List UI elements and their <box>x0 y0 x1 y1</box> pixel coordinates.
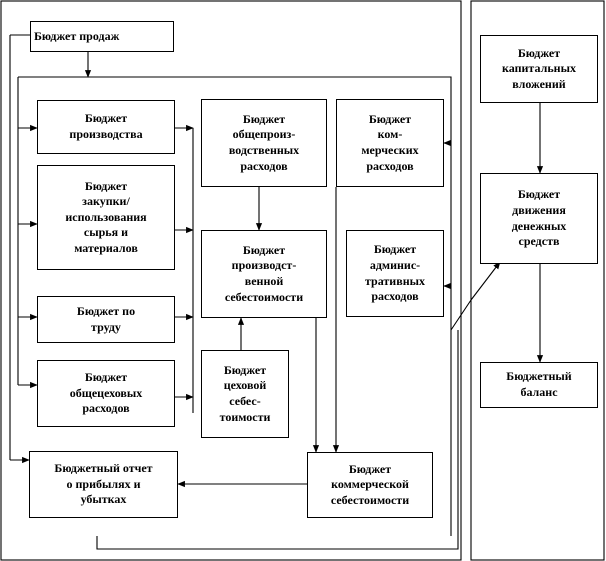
main-panel-frame <box>0 0 462 561</box>
box-capital-investment-budget: Бюджет капитальных вложений <box>480 35 598 103</box>
box-commercial-expenses-budget: Бюджет ком- мерческих расходов <box>336 99 444 187</box>
box-budget-balance: Бюджетный баланс <box>480 362 598 408</box>
box-commercial-cost-budget: Бюджет коммерческой себестоимости <box>307 452 433 518</box>
box-shop-overhead-budget: Бюджет общецеховых расходов <box>37 360 175 427</box>
top-bus-line <box>18 76 452 536</box>
box-production-budget: Бюджет производства <box>37 100 175 154</box>
box-sales-budget: Бюджет продаж <box>30 21 174 52</box>
right-feed-line <box>450 299 472 331</box>
main-to-cash-flow-arrow <box>470 261 501 301</box>
box-labor-budget: Бюджет по труду <box>37 296 175 343</box>
box-cash-flow-budget: Бюджет движения денежных средств <box>480 173 598 264</box>
box-general-production-budget: Бюджет общепроиз- водственных расходов <box>201 99 327 187</box>
box-purchases-budget: Бюджет закупки/ использования сырья и ма… <box>37 165 175 270</box>
side-panel-frame <box>470 0 605 561</box>
box-profit-loss-report: Бюджетный отчет о прибылях и убытках <box>29 451 178 518</box>
box-admin-expenses-budget: Бюджет админис- тративных расходов <box>346 230 444 317</box>
bottom-return-line <box>96 330 459 550</box>
box-production-cost-budget: Бюджет производст- венной себестоимости <box>201 230 327 318</box>
box-shop-cost-budget: Бюджет цеховой себес- тоимости <box>201 350 289 438</box>
